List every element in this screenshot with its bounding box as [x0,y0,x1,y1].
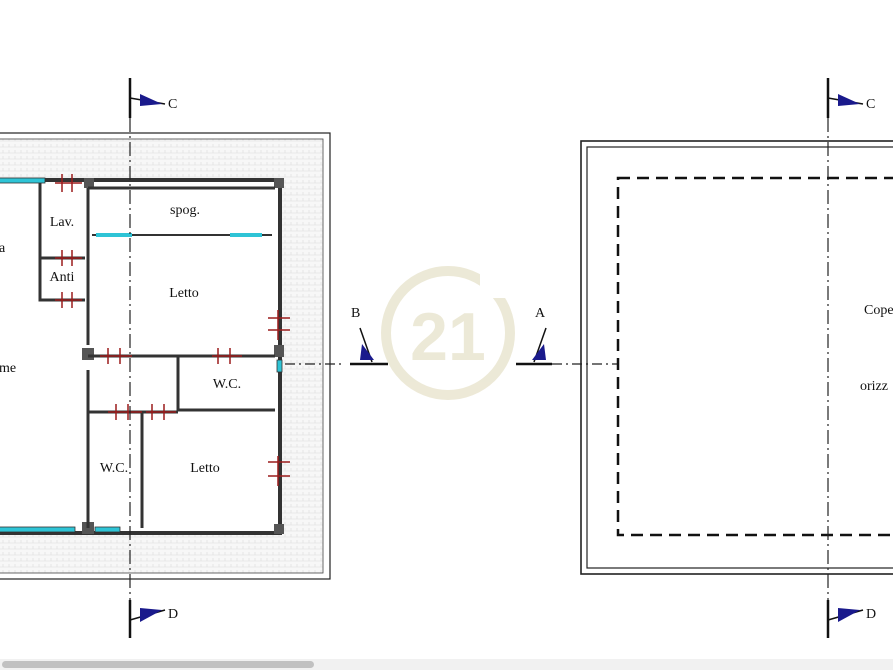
pillar [274,524,284,534]
pillar [84,178,94,188]
pillar [274,345,284,357]
window-right [276,359,283,373]
section-label-a: A [535,306,546,321]
roof-dashed-perimeter [616,176,893,537]
window-top-left [0,177,46,184]
window-bottom-left [0,526,76,533]
roof-outline-outer [580,140,893,575]
section-marker-c-left: C [128,78,177,118]
window-bottom-mid [94,526,121,533]
section-label-d-right: D [866,607,876,622]
room-label-letto-2: Letto [190,461,220,476]
section-marker-b: B [350,306,388,366]
room-label-spog: spog. [170,203,200,218]
section-label-c-right: C [866,97,875,112]
room-label-partial-2: me [0,361,16,376]
room-label-anti: Anti [50,270,75,285]
watermark-text: 21 [410,299,486,375]
door-marks [55,174,290,486]
room-label-letto-1: Letto [169,286,199,301]
wardrobe-door-left [96,233,132,237]
section-label-b: B [351,306,360,321]
roof-label-line-2: orizz [860,379,888,394]
room-label-partial-1: a [0,241,6,256]
room-label-wc-1: W.C. [213,377,241,392]
section-marker-d-right: D [826,600,876,638]
pillar [82,348,94,360]
section-marker-d-left: D [128,600,178,638]
section-label-d-left: D [168,607,178,622]
horizontal-scrollbar[interactable] [0,659,893,670]
wardrobe-door-right [230,233,262,237]
pillar [274,178,284,188]
roof-outline-inner [586,146,893,569]
watermark-logo: 21 [381,258,520,400]
room-label-wc-2: W.C. [100,461,128,476]
roof-plan-right: Cope orizz [580,118,893,600]
room-label-lav: Lav. [50,215,74,230]
section-marker-c-right: C [826,78,875,118]
terrace-outline-outer [0,132,331,580]
roof-label-line-1: Cope [864,303,893,318]
section-marker-a: A [516,306,618,366]
section-label-c-left: C [168,97,177,112]
floor-plan-left: spog. Lav. Anti Letto W.C. W.C. Letto a … [0,118,345,600]
scrollbar-thumb[interactable] [2,661,314,668]
